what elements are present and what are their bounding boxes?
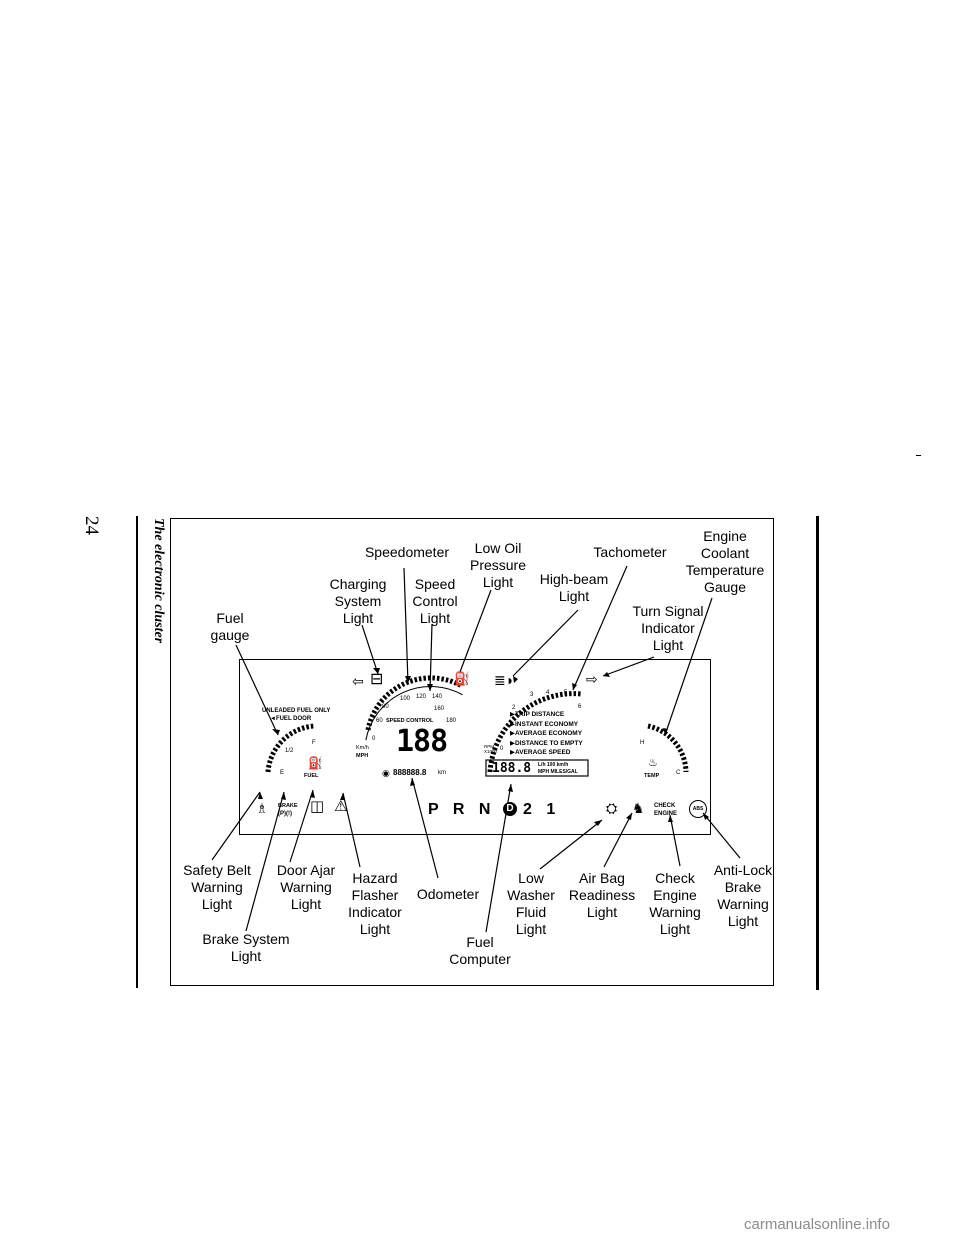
- tach-tick-5: 5: [564, 690, 568, 696]
- battery-icon: ⊟: [370, 671, 384, 688]
- fuel-pump-icon: ⛽: [308, 756, 323, 770]
- callout-hazard-flasher-indicator-light: Hazard Flasher Indicator Light: [348, 870, 402, 937]
- high-beam-icon: ≣◗: [494, 672, 515, 688]
- fuel-empty-mark: E: [280, 770, 285, 776]
- callout-anti-lock-brake-warning-light: Anti-Lock Brake Warning Light: [713, 862, 773, 929]
- speed-tick-80: 80: [382, 704, 389, 710]
- menu-trip-distance: ▶TRIP DISTANCE: [510, 711, 565, 718]
- callout-speedometer: Speedometer: [364, 544, 450, 560]
- speed-tick-60: 60: [376, 718, 383, 724]
- cluster-dials: [265, 675, 689, 777]
- callout-brake-system-light: Brake System Light: [202, 931, 290, 964]
- callout-fuel-computer: Fuel Computer: [449, 934, 511, 967]
- callout-fuel-gauge: Fuel gauge: [210, 610, 250, 643]
- speed-tick-0: 0: [372, 736, 376, 742]
- gear-selector-drive: D: [503, 802, 517, 816]
- mph-label: MPH: [356, 753, 369, 759]
- turn-right-arrow-icon: ⇨: [586, 671, 598, 687]
- odometer-unit: km: [438, 770, 446, 776]
- fuel-notice-line2: ◄FUEL DOOR: [270, 716, 312, 722]
- speed-tick-180: 180: [446, 718, 457, 724]
- air-bag-icon: ♞: [632, 800, 645, 816]
- fuel-half-mark: 1/2: [285, 748, 294, 754]
- menu-instant-economy: ▶INSTANT ECONOMY: [510, 720, 579, 728]
- menu-distance-to-empty: ▶DISTANCE TO EMPTY: [510, 739, 583, 747]
- callout-air-bag-readiness-light: Air Bag Readiness Light: [568, 870, 636, 920]
- callout-high-beam-light: High-beam Light: [539, 571, 609, 604]
- callout-engine-coolant-temperature-gauge: Engine Coolant Temperature Gauge: [685, 528, 765, 595]
- hazard-triangle-icon: ⚠: [334, 798, 348, 815]
- callout-check-engine-warning-light: Check Engine Warning Light: [649, 870, 701, 937]
- corner-mark: [916, 455, 921, 456]
- figure-frame: [170, 518, 774, 986]
- odometer-icon: ◉: [382, 768, 390, 778]
- coolant-temp-icon: ♨: [648, 757, 658, 769]
- oil-can-icon: ⛽: [454, 671, 471, 686]
- callout-charging-system-light: Charging System Light: [329, 576, 387, 626]
- trip-computer-menu: ▶TRIP DISTANCE ▶INSTANT ECONOMY ▶AVERAGE…: [510, 710, 583, 758]
- gear-selector-prn: P R N: [428, 801, 496, 818]
- washer-fluid-icon: ⛭: [606, 800, 618, 816]
- check-engine-label: CHECK ENGINE: [654, 803, 678, 817]
- menu-average-economy: ▶AVERAGE ECONOMY: [510, 730, 583, 737]
- fuel-computer-units-1: L/h 100 km/h: [538, 762, 569, 768]
- door-ajar-icon: ◫: [310, 798, 325, 815]
- safety-belt-icon: ♗: [256, 801, 268, 816]
- tach-tick-2: 2: [512, 705, 516, 711]
- callout-tachometer: Tachometer: [593, 544, 667, 560]
- gear-selector-21: 2 1: [523, 801, 561, 818]
- callout-speed-control-light: Speed Control Light: [412, 576, 458, 626]
- speed-tick-140: 140: [432, 694, 443, 700]
- temp-label: TEMP: [644, 773, 660, 779]
- callout-door-ajar-warning-light: Door Ajar Warning Light: [276, 862, 336, 912]
- callout-odometer: Odometer: [416, 886, 480, 902]
- fuel-notice-line1: UNLEADED FUEL ONLY: [262, 708, 331, 714]
- fuel-full-mark: F: [312, 740, 316, 746]
- temp-cold-mark: C: [676, 770, 681, 776]
- temp-hot-mark: H: [640, 740, 645, 746]
- fuel-label: FUEL: [304, 773, 319, 779]
- tach-tick-0: 0: [500, 746, 504, 752]
- tach-tick-6: 6: [578, 704, 582, 710]
- watermark: carmanualsonline.info: [744, 1216, 890, 1233]
- fuel-computer-units-2: MPH MILES/GAL: [538, 769, 578, 775]
- rpm-label: RPM X1000: [484, 744, 498, 754]
- speed-control-label: SPEED CONTROL: [386, 718, 434, 724]
- tach-tick-3: 3: [530, 692, 534, 698]
- instrument-cluster: ⇦ ⊟ ⛽ ≣◗ ⇨ UNLEADED FUEL ONLY ◄FUEL DOOR…: [239, 659, 711, 835]
- callout-low-oil-pressure-light: Low Oil Pressure Light: [469, 540, 527, 590]
- margin-rule-left: [136, 516, 138, 988]
- callout-safety-belt-warning-light: Safety Belt Warning Light: [183, 862, 251, 912]
- brake-label: BRAKE: [278, 803, 298, 809]
- speed-readout: 188: [396, 724, 448, 759]
- tach-tick-4: 4: [546, 690, 550, 696]
- turn-left-arrow-icon: ⇦: [352, 673, 364, 689]
- fuel-computer-readout: 188.8: [492, 761, 532, 776]
- brake-symbol: (P)(!): [278, 811, 292, 817]
- margin-rule-right: [816, 516, 819, 990]
- callout-low-washer-fluid-light: Low Washer Fluid Light: [507, 870, 555, 937]
- menu-average-speed: ▶AVERAGE SPEED: [510, 749, 571, 756]
- callout-turn-signal-indicator-light: Turn Signal Indicator Light: [632, 603, 704, 653]
- speed-tick-100: 100: [400, 696, 411, 702]
- odometer-readout: 888888.8: [393, 768, 427, 777]
- speed-tick-160: 160: [434, 706, 445, 712]
- kmh-label: Km/h: [356, 745, 369, 751]
- abs-icon: ABS: [689, 800, 707, 818]
- speed-tick-120: 120: [416, 694, 427, 700]
